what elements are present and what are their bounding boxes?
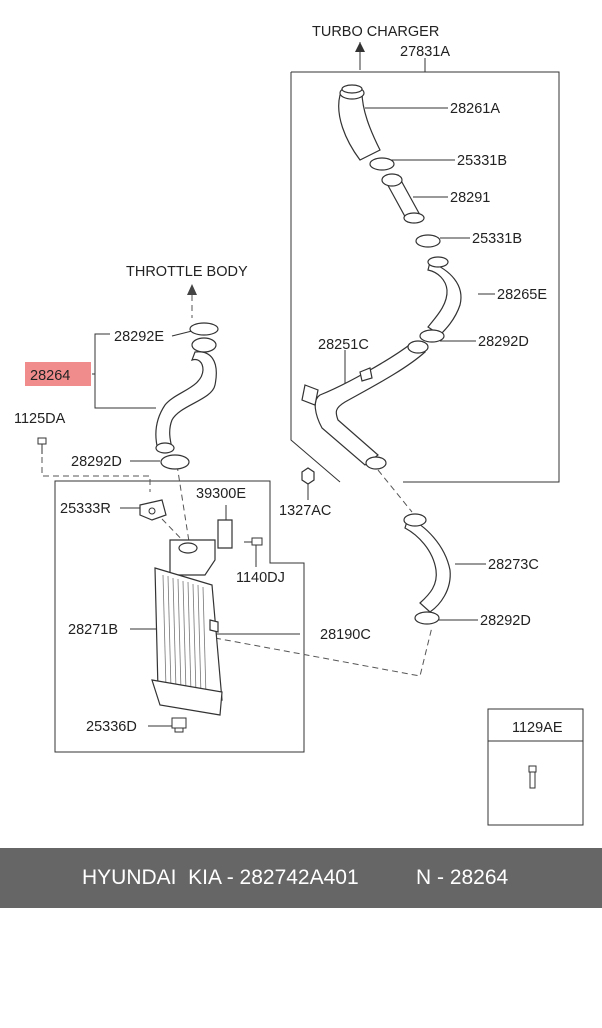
frame-intercooler-assembly <box>54 480 305 753</box>
arrow-turbo-charger-icon <box>355 42 365 52</box>
label-39300E: 39300E <box>196 486 246 502</box>
clamp-28292E <box>189 322 219 336</box>
label-28265E: 28265E <box>497 287 547 303</box>
label-28292E: 28292E <box>114 329 164 345</box>
frame-1129AE <box>487 708 584 826</box>
clamp-28292D-lower <box>414 611 440 625</box>
label-28251C: 28251C <box>318 337 369 353</box>
label-28190C: 28190C <box>320 627 371 643</box>
parts-diagram: TURBO CHARGER 27831A 28261A 25331B 28291… <box>14 24 584 826</box>
footer-reference-number: N - 28264 <box>416 866 509 889</box>
hose-28261A <box>338 91 381 161</box>
footer-brand-part-number: HYUNDAI KIA - 282742A401 <box>82 866 359 889</box>
label-28291: 28291 <box>450 190 490 206</box>
hose-28264 <box>155 351 217 451</box>
bolt-1140DJ-icon <box>244 537 263 546</box>
label-27831A: 27831A <box>400 44 450 60</box>
label-28271B: 28271B <box>68 622 118 638</box>
clamp-25331B-lower <box>415 234 441 248</box>
intercooler-28271B <box>151 539 223 716</box>
pipe-28251C <box>314 342 426 466</box>
label-28273C: 28273C <box>488 557 539 573</box>
sensor-39300E <box>217 519 233 549</box>
label-25331B-lower: 25331B <box>472 231 522 247</box>
label-28292D-right: 28292D <box>478 334 529 350</box>
label-turbo-charger: TURBO CHARGER <box>312 24 439 40</box>
label-28261A: 28261A <box>450 101 500 117</box>
label-throttle-body: THROTTLE BODY <box>126 264 248 280</box>
footer-bar: HYUNDAI KIA - 282742A401 N - 28264 <box>0 848 602 908</box>
nut-1327AC <box>301 467 315 485</box>
bolt-1125DA-icon <box>37 437 47 454</box>
label-28264: 28264 <box>30 368 70 384</box>
label-1129AE: 1129AE <box>512 720 563 736</box>
label-25336D: 25336D <box>86 719 137 735</box>
label-25333R: 25333R <box>60 501 111 517</box>
label-1125DA: 1125DA <box>14 411 66 427</box>
label-1327AC: 1327AC <box>279 503 331 519</box>
label-1140DJ: 1140DJ <box>236 570 285 586</box>
label-25331B-upper: 25331B <box>457 153 507 169</box>
plug-25336D-icon <box>171 717 187 733</box>
clamp-25331B-upper <box>369 157 395 171</box>
clamp-28292D-right <box>419 329 445 343</box>
hose-28273C <box>404 517 451 613</box>
label-28292D-left: 28292D <box>71 454 122 470</box>
label-28292D-lower: 28292D <box>480 613 531 629</box>
bolt-1129AE-icon <box>528 765 537 789</box>
highlight-28264 <box>25 362 91 386</box>
hose-28265E <box>427 261 462 336</box>
clamp-28292D-left <box>160 454 190 470</box>
